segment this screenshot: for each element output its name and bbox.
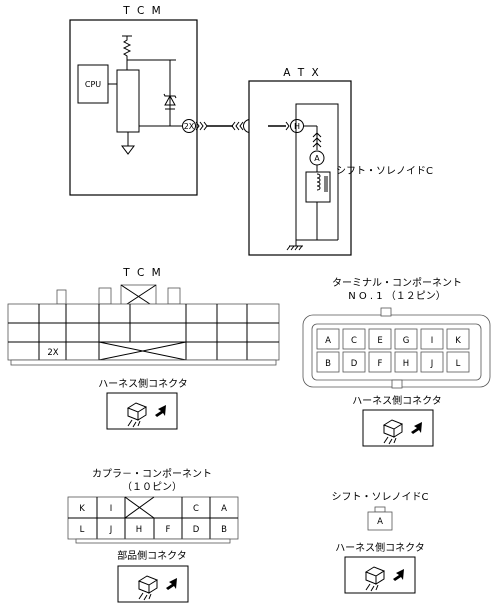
terminal-connector: ターミナル・コンポーネント N O . 1 （１２ピン） A C E G I K… bbox=[302, 277, 491, 447]
solenoid-label: シフト・ソレノイドC bbox=[336, 166, 433, 177]
terminal-pin bbox=[394, 351, 418, 373]
solenoid-coil bbox=[316, 173, 321, 191]
tcm-connector: T C M 2X ハーネス側コネクタ bbox=[7, 267, 280, 430]
terminal-pin-label: L bbox=[456, 359, 461, 369]
terminal-title-line2: N O . 1 （１２ピン） bbox=[348, 290, 446, 302]
terminal-pin-label: D bbox=[351, 359, 358, 369]
coupler-pin-label: F bbox=[166, 525, 171, 535]
pin-h-circle bbox=[290, 119, 304, 133]
solenoid-box bbox=[305, 171, 331, 203]
coupler-title-line1: カプラ－・コンポーネント bbox=[92, 468, 212, 480]
coupler-pin-label: L bbox=[80, 525, 85, 535]
harness-connector-icon bbox=[362, 409, 434, 447]
terminal-pin bbox=[342, 328, 366, 350]
solenoid-connector-title: シフト・ソレノイドC bbox=[332, 492, 429, 503]
solenoid-connector-caption: ハーネス側コネクタ bbox=[335, 541, 425, 554]
connector-arrow bbox=[195, 121, 208, 131]
coupler-connector: カプラ－・コンポーネント （１０ピン） K I C A L J H F D B … bbox=[67, 468, 239, 603]
coupler-pin-label: H bbox=[136, 525, 142, 535]
coupler-pin-label: D bbox=[193, 525, 200, 535]
solenoid-connector-body bbox=[367, 511, 393, 531]
terminal-pin-label: B bbox=[325, 359, 331, 369]
terminal-pin bbox=[420, 351, 444, 373]
terminal-pin-label: J bbox=[430, 359, 434, 369]
terminal-pin-label: C bbox=[351, 336, 357, 346]
pin-2x-label: 2X bbox=[184, 122, 195, 131]
terminal-pin-label: F bbox=[378, 359, 383, 369]
tcm-box bbox=[69, 19, 198, 196]
terminal-connector-caption: ハーネス側コネクタ bbox=[352, 394, 442, 407]
solenoid-pin-label: A bbox=[377, 517, 383, 527]
coupler-pin-label: C bbox=[193, 504, 199, 514]
terminal-pin-label: E bbox=[377, 336, 382, 346]
tcm-connector-caption: ハーネス側コネクタ bbox=[98, 377, 188, 390]
terminal-pin bbox=[342, 351, 366, 373]
chassis-ground bbox=[286, 245, 303, 251]
tcm-title: T C M bbox=[122, 5, 162, 17]
connector-arrow-f-in bbox=[231, 121, 244, 131]
coupler-connector-caption: 部品側コネクタ bbox=[117, 549, 187, 562]
schematic: T C M CPU 2X F A T X bbox=[69, 5, 433, 256]
atx-box bbox=[248, 80, 352, 256]
terminal-pin-label: K bbox=[455, 336, 461, 346]
ground-symbol bbox=[121, 145, 135, 155]
pullup-resistor bbox=[122, 35, 132, 70]
harness-connector-icon bbox=[106, 392, 178, 430]
terminal-pin bbox=[420, 328, 444, 350]
connector-arrow-h-in bbox=[285, 121, 290, 131]
terminal-pin-label: H bbox=[403, 359, 409, 369]
terminal-pin bbox=[316, 351, 340, 373]
terminal-pin-label: G bbox=[403, 336, 410, 346]
coupler-pin-label: K bbox=[79, 504, 85, 514]
component-connector-icon bbox=[117, 565, 189, 603]
terminal-pin bbox=[316, 328, 340, 350]
pin-h-label: H bbox=[294, 122, 300, 131]
solenoid-connector: シフト・ソレノイドC A ハーネス側コネクタ bbox=[332, 492, 429, 594]
pin-a-label: A bbox=[314, 154, 320, 163]
coupler-pin-label: J bbox=[109, 525, 113, 535]
tcm-pin-2x: 2X bbox=[47, 348, 58, 358]
tcm-connector-title: T C M bbox=[122, 267, 162, 279]
terminal-pin-label: A bbox=[325, 336, 331, 346]
solenoid-connector-arrow bbox=[312, 132, 322, 148]
terminal-pin bbox=[446, 351, 470, 373]
terminal-title-line1: ターミナル・コンポーネント bbox=[332, 277, 462, 289]
zener-diode bbox=[163, 93, 177, 110]
terminal-pin bbox=[394, 328, 418, 350]
coupler-pin-label: B bbox=[221, 525, 227, 535]
atx-title: A T X bbox=[283, 67, 320, 79]
terminal-pin bbox=[446, 328, 470, 350]
case-return bbox=[295, 103, 339, 240]
coupler-pin-label: I bbox=[110, 504, 113, 514]
pin-2x-circle bbox=[182, 119, 196, 133]
cpu-label: CPU bbox=[85, 80, 101, 89]
terminal-pin-grid: A C E G I K B D F H J L bbox=[316, 328, 470, 373]
terminal-pin bbox=[368, 328, 392, 350]
coupler-pin-label: A bbox=[221, 504, 227, 514]
harness-connector-icon bbox=[344, 556, 416, 594]
coupler-title-line2: （１０ピン） bbox=[122, 481, 182, 493]
terminal-pin-label: I bbox=[431, 336, 434, 346]
terminal-pin bbox=[368, 351, 392, 373]
